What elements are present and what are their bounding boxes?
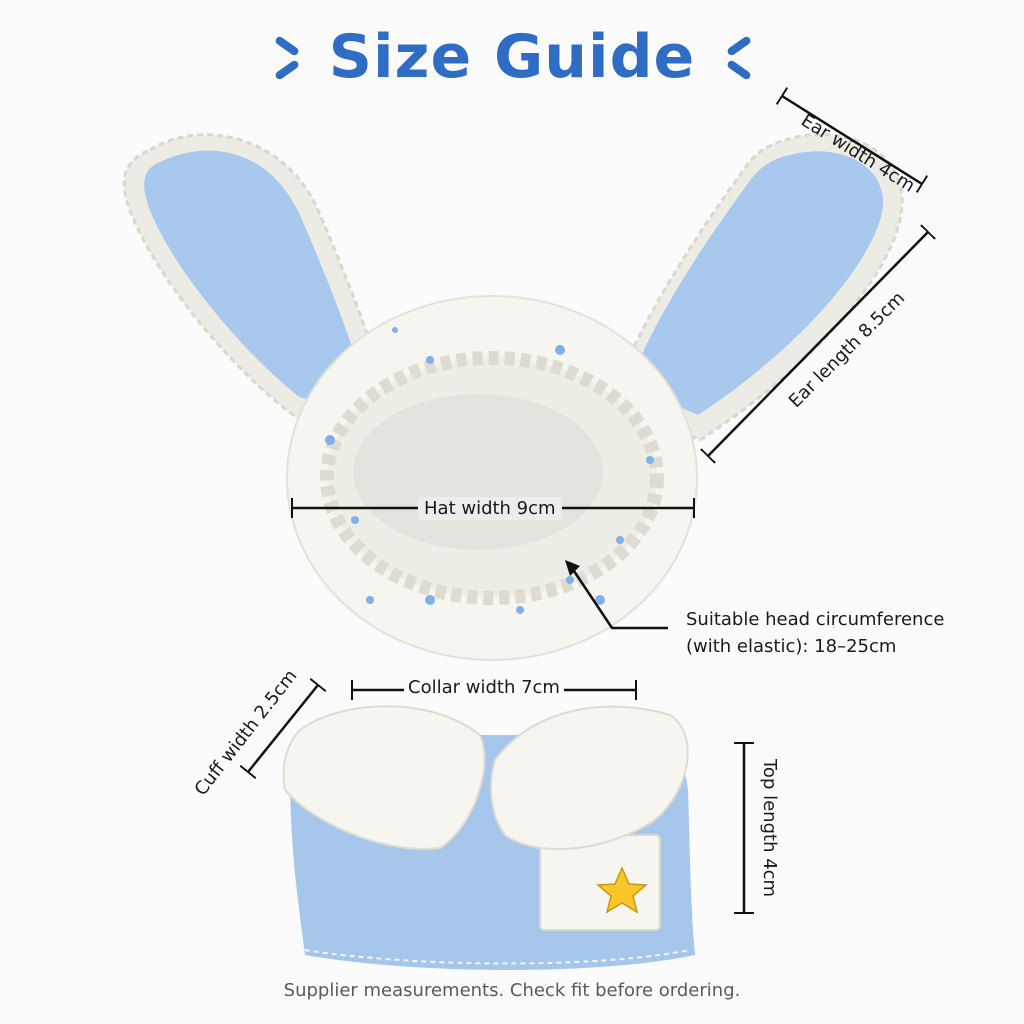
ear-length-line <box>700 224 936 464</box>
collar-width-label: Collar width 7cm <box>404 677 564 698</box>
circumference-arrow-icon <box>565 560 580 576</box>
hat-body <box>286 295 698 661</box>
star-patch-icon <box>596 866 648 914</box>
hat-width-label: Hat width 9cm <box>418 497 562 520</box>
head-circumference-label-line2: (with elastic): 18–25cm <box>686 636 897 657</box>
cuff-width-line <box>239 677 327 780</box>
page-title: Size Guide <box>328 22 696 92</box>
footer-note: Supplier measurements. Check fit before … <box>283 980 741 1001</box>
ear-width-line <box>775 87 929 193</box>
circumference-pointer <box>570 567 668 630</box>
collar <box>282 705 689 851</box>
top-length-label: Top length 4cm <box>759 759 780 898</box>
head-circumference-label-line1: Suitable head circumference <box>686 609 945 630</box>
